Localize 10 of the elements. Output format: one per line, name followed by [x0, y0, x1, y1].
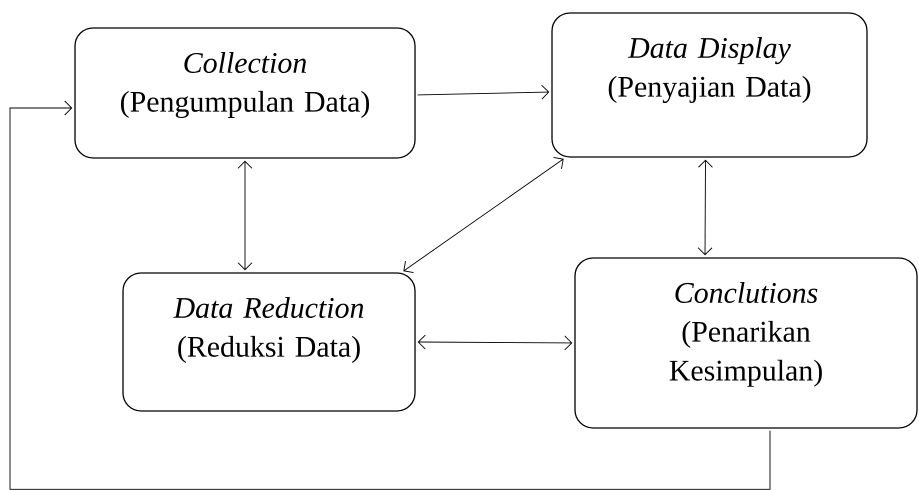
arrow — [698, 160, 713, 256]
process-box: Collection (Pengumpulan Data) — [74, 27, 416, 159]
arrow — [10, 100, 770, 490]
arrow — [418, 334, 572, 350]
process-box: Data Reduction (Reduksi Data) — [122, 272, 416, 412]
arrow — [238, 160, 252, 270]
process-box: Conclutions (Penarikan Kesimpulan) — [574, 257, 918, 429]
arrow — [403, 157, 564, 273]
process-box: Data Display (Penyajian Data) — [551, 12, 868, 158]
arrow — [417, 84, 550, 100]
